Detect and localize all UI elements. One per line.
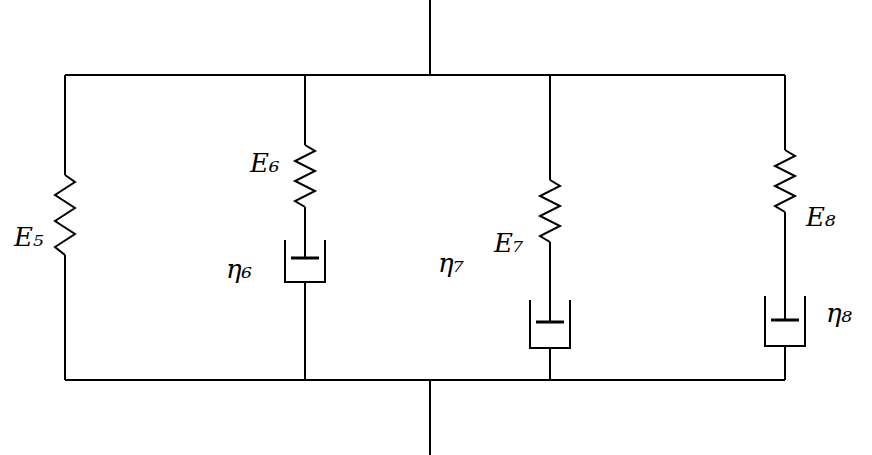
wire [64,75,66,175]
piston-plate [291,257,319,260]
wire [549,75,551,180]
piston-plate [771,319,799,322]
spring-symbol [775,150,795,212]
top-lead [429,0,431,75]
dashpot-cup [530,300,570,348]
spring-symbol [540,180,560,242]
spring-label: E₅ [14,224,43,250]
piston-plate [536,321,564,324]
bottom-bar [65,379,785,381]
piston-rod [784,212,786,320]
dashpot-label: η₇ [438,250,464,276]
bottom-lead [429,380,431,455]
spring-symbol [295,145,315,207]
piston-rod [304,207,306,258]
wire [304,282,306,380]
wire [784,346,786,380]
wire [304,75,306,145]
dashpot-cup [765,296,805,346]
spring-label: E₆ [250,150,279,176]
dashpot-label: η₆ [226,256,252,282]
spring-label: E₇ [494,230,523,256]
piston-rod [549,242,551,322]
wire [549,348,551,380]
wire [784,75,786,150]
top-bar [65,74,785,76]
dashpot-label: η₈ [826,300,852,326]
spring-label: E₈ [806,204,835,230]
wire [64,255,66,380]
dashpot-cup [285,240,325,282]
spring-symbol [55,175,75,255]
